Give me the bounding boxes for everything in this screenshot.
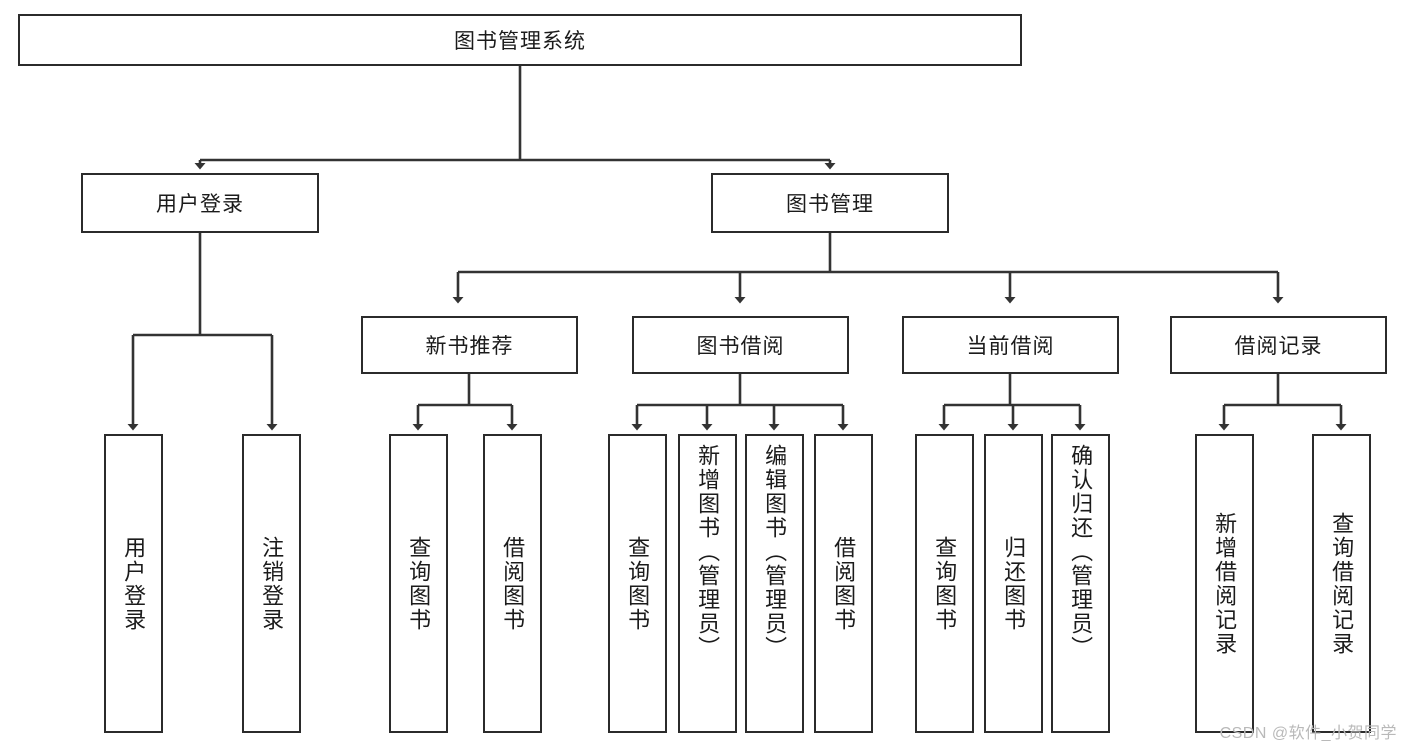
node-leaf-borrow-book-2[interactable]: 借阅图书 xyxy=(814,434,873,733)
node-leaf-query-book-3[interactable]: 查询图书 xyxy=(915,434,974,733)
node-borrow-record[interactable]: 借阅记录 xyxy=(1170,316,1387,374)
node-leaf-confirm-return[interactable]: 确认归还（管理员） xyxy=(1051,434,1110,733)
node-root[interactable]: 图书管理系统 xyxy=(18,14,1022,66)
node-leaf-add-book-label: 新增图书（管理员） xyxy=(695,444,721,660)
node-leaf-logout-label: 注销登录 xyxy=(259,535,285,632)
node-leaf-query-record-label: 查询借阅记录 xyxy=(1329,511,1355,656)
node-leaf-query-record[interactable]: 查询借阅记录 xyxy=(1312,434,1371,733)
node-leaf-edit-book[interactable]: 编辑图书（管理员） xyxy=(745,434,804,733)
node-book-manage[interactable]: 图书管理 xyxy=(711,173,949,233)
node-leaf-user-login-label: 用户登录 xyxy=(121,535,147,632)
node-leaf-query-book-1[interactable]: 查询图书 xyxy=(389,434,448,733)
node-leaf-add-book[interactable]: 新增图书（管理员） xyxy=(678,434,737,733)
node-leaf-user-login[interactable]: 用户登录 xyxy=(104,434,163,733)
node-borrow-record-label: 借阅记录 xyxy=(1234,335,1323,358)
node-leaf-add-record-label: 新增借阅记录 xyxy=(1212,511,1238,656)
node-leaf-add-record[interactable]: 新增借阅记录 xyxy=(1195,434,1254,733)
watermark: CSDN @软件_小贺同学 xyxy=(1219,725,1397,742)
node-leaf-query-book-3-label: 查询图书 xyxy=(932,535,958,632)
node-new-book-recommend[interactable]: 新书推荐 xyxy=(361,316,578,374)
node-leaf-return-book[interactable]: 归还图书 xyxy=(984,434,1043,733)
node-leaf-query-book-2[interactable]: 查询图书 xyxy=(608,434,667,733)
node-leaf-logout[interactable]: 注销登录 xyxy=(242,434,301,733)
node-leaf-borrow-book-1-label: 借阅图书 xyxy=(500,535,526,632)
node-leaf-return-book-label: 归还图书 xyxy=(1001,535,1027,632)
node-book-borrow-label: 图书借阅 xyxy=(696,335,785,358)
node-root-label: 图书管理系统 xyxy=(454,30,586,53)
node-user-login-label: 用户登录 xyxy=(156,193,244,216)
node-leaf-edit-book-label: 编辑图书（管理员） xyxy=(762,444,788,660)
node-current-borrow[interactable]: 当前借阅 xyxy=(902,316,1119,374)
node-book-manage-label: 图书管理 xyxy=(786,193,874,216)
node-new-book-recommend-label: 新书推荐 xyxy=(425,335,514,358)
node-book-borrow[interactable]: 图书借阅 xyxy=(632,316,849,374)
node-leaf-query-book-2-label: 查询图书 xyxy=(625,535,651,632)
node-current-borrow-label: 当前借阅 xyxy=(966,335,1055,358)
node-leaf-borrow-book-2-label: 借阅图书 xyxy=(831,535,857,632)
node-leaf-confirm-return-label: 确认归还（管理员） xyxy=(1068,444,1094,660)
node-user-login[interactable]: 用户登录 xyxy=(81,173,319,233)
node-leaf-query-book-1-label: 查询图书 xyxy=(406,535,432,632)
node-leaf-borrow-book-1[interactable]: 借阅图书 xyxy=(483,434,542,733)
